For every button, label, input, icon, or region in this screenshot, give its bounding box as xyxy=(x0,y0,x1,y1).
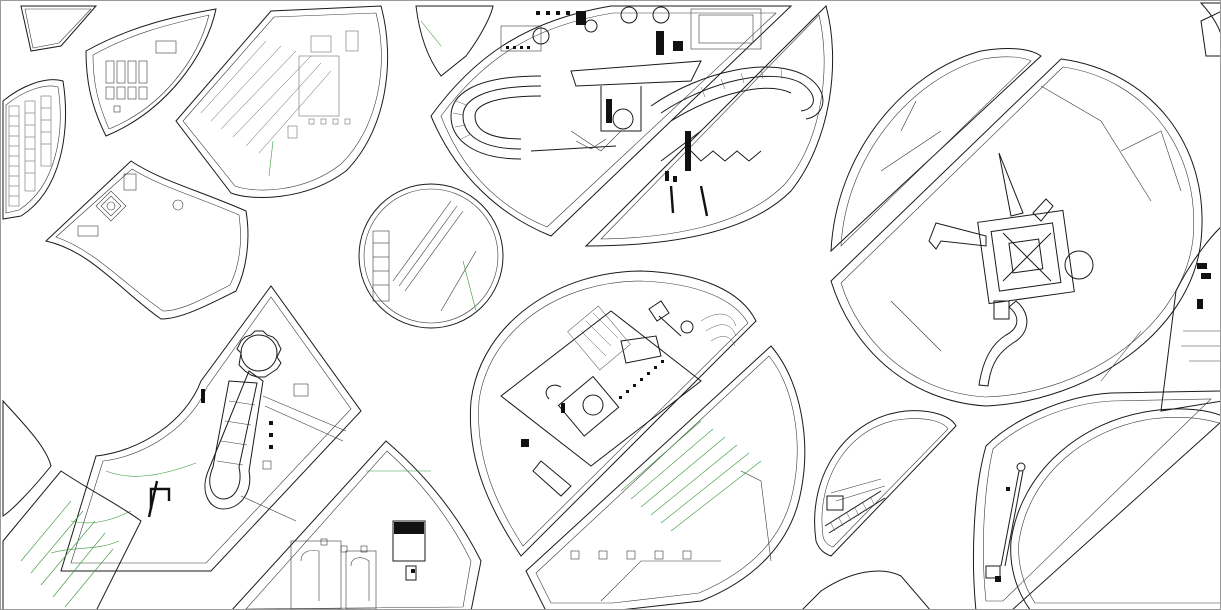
fragment-small-circle-cell xyxy=(358,183,504,329)
fragment-top-left-leaf xyxy=(20,5,98,52)
fragment-left-strip-lens xyxy=(2,79,67,220)
fragment-stadium-lens xyxy=(430,5,793,237)
fragment-center-lower-fields xyxy=(525,345,806,609)
fragment-church-plan-cell xyxy=(50,285,362,572)
fragment-top-circle-plots xyxy=(175,5,389,199)
fragment-left-rotunda-cell xyxy=(44,160,249,320)
fragment-leaf-shape-small xyxy=(85,8,217,137)
fragment-small-lens-pier xyxy=(814,410,957,557)
fragment-semicircle-arena xyxy=(584,5,834,247)
fragment-bottom-right-circle xyxy=(1010,408,1220,609)
fragment-bottom-left-field xyxy=(2,470,142,609)
fragment-right-large-circle xyxy=(830,48,1203,407)
fragment-left-edge-lens xyxy=(2,399,52,517)
fragment-center-villa-lens xyxy=(469,270,757,557)
fragment-top-small-lens xyxy=(415,5,494,77)
fragment-bottom-grid-cell xyxy=(232,440,482,609)
fragment-top-right-corner xyxy=(1199,2,1220,57)
fragment-bottom-curve-strip xyxy=(802,570,930,609)
fragment-right-edge-stair xyxy=(1160,227,1220,412)
fragment-bottom-right-lens xyxy=(972,390,1220,609)
